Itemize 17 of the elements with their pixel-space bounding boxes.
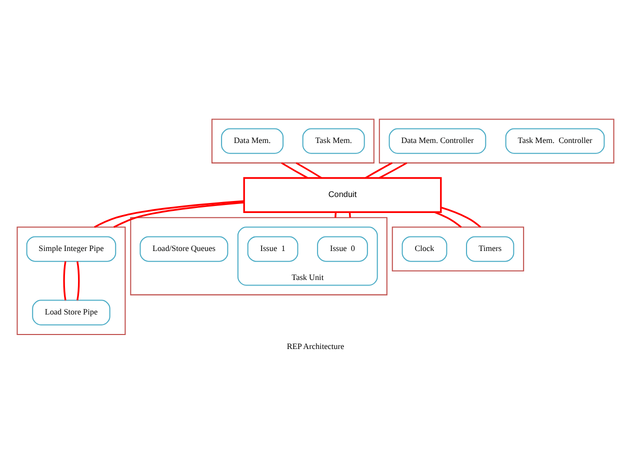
- connector: [63, 260, 66, 300]
- connector: [440, 206, 482, 228]
- connector: [113, 201, 244, 228]
- connector: [76, 260, 80, 300]
- connector: [365, 162, 393, 178]
- cluster: [16, 226, 126, 334]
- cluster: [130, 216, 388, 295]
- cluster: [378, 118, 614, 163]
- connector: [296, 162, 322, 178]
- connector: [281, 162, 308, 178]
- cluster: [211, 118, 374, 163]
- connector: [94, 200, 244, 228]
- connector: [348, 212, 351, 218]
- connector: [434, 210, 462, 228]
- connector: [334, 212, 337, 218]
- connector: [378, 162, 408, 178]
- cluster: [392, 226, 524, 271]
